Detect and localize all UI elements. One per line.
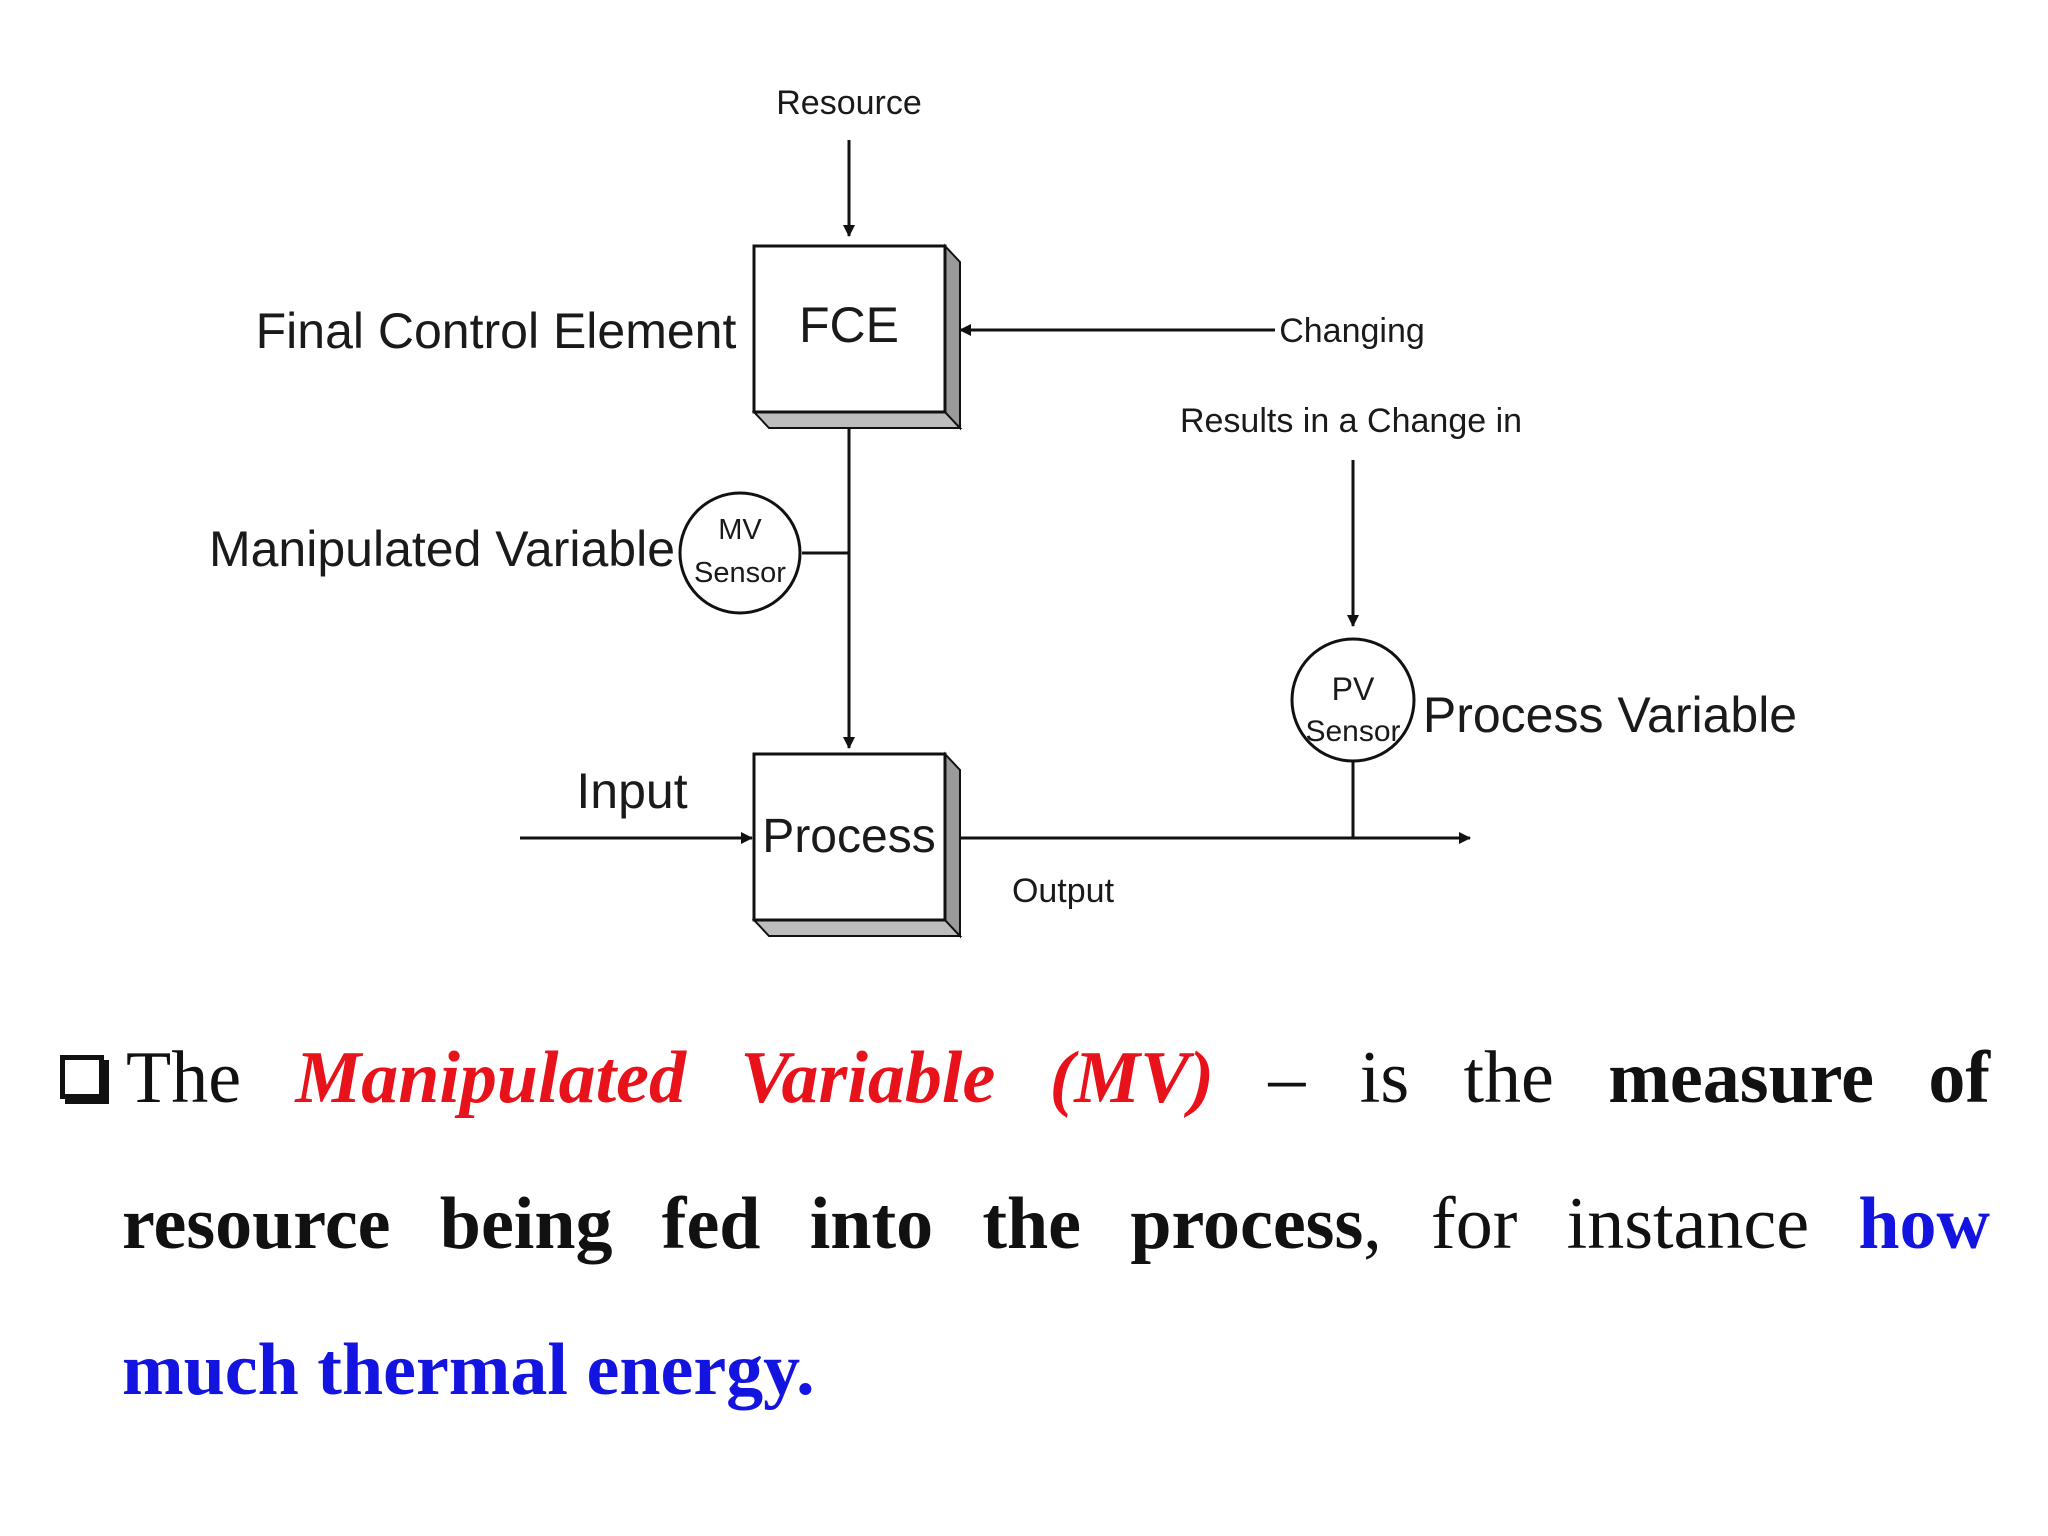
input-label: Input bbox=[576, 763, 687, 819]
bullet-blue-2: much thermal energy. bbox=[122, 1329, 815, 1411]
bullet-line-1: The Manipulated Variable (MV) – is the m… bbox=[60, 1005, 1990, 1151]
pv-sensor-label-2: Sensor bbox=[1305, 715, 1400, 748]
output-label: Output bbox=[1012, 872, 1115, 910]
checkbox-bullet-icon bbox=[60, 1055, 104, 1099]
pv-sensor: PV Sensor bbox=[1290, 637, 1416, 763]
mv-sensor-label-1: MV bbox=[718, 514, 762, 546]
control-loop-diagram: Resource FCE Final Control Element Chang… bbox=[209, 84, 1797, 939]
fce-label: FCE bbox=[799, 297, 899, 353]
process-label: Process bbox=[762, 810, 935, 863]
bullet-is-the: is the bbox=[1359, 1037, 1554, 1119]
mv-sensor: MV Sensor bbox=[678, 491, 802, 615]
fce-box: FCE bbox=[751, 243, 963, 431]
final-control-element-label: Final Control Element bbox=[256, 303, 737, 359]
bullet-bold-1: measure of bbox=[1608, 1037, 1990, 1119]
changing-label: Changing bbox=[1279, 312, 1425, 350]
bullet-mv-term: Manipulated Variable (MV) bbox=[295, 1037, 1215, 1119]
results-in-label: Results in a Change in bbox=[1180, 402, 1522, 440]
pv-sensor-label-1: PV bbox=[1332, 671, 1375, 707]
bullet-line-3: much thermal energy. bbox=[60, 1297, 1990, 1443]
bullet-instance: , for instance bbox=[1363, 1183, 1810, 1265]
process-variable-label: Process Variable bbox=[1423, 687, 1797, 743]
resource-label: Resource bbox=[776, 84, 922, 122]
mv-definition-bullet: The Manipulated Variable (MV) – is the m… bbox=[60, 1005, 1990, 1443]
mv-sensor-label-2: Sensor bbox=[694, 557, 786, 589]
bullet-bold-2: resource being fed into the process bbox=[122, 1183, 1364, 1265]
bullet-dash: – bbox=[1268, 1037, 1306, 1119]
bullet-line-2: resource being fed into the process, for… bbox=[60, 1151, 1990, 1297]
process-box: Process bbox=[751, 751, 963, 939]
bullet-blue-1: how bbox=[1858, 1183, 1990, 1265]
bullet-the: The bbox=[126, 1037, 242, 1119]
manipulated-variable-label: Manipulated Variable bbox=[209, 521, 675, 577]
